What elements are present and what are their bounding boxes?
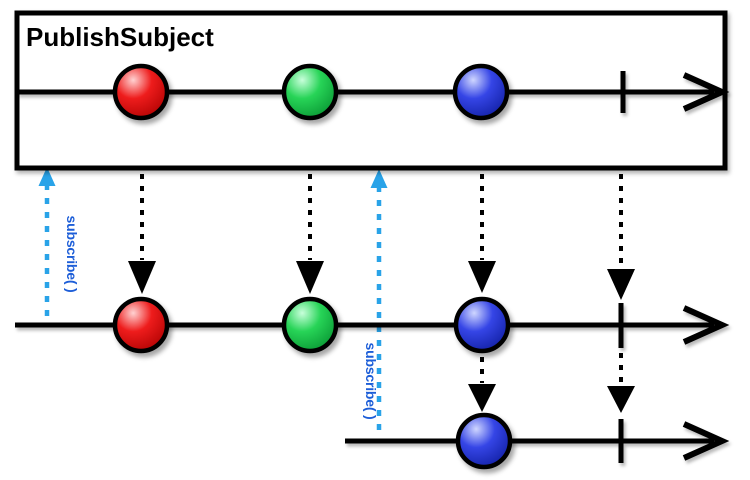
subscribe-label-2: subscribe( ) bbox=[363, 343, 379, 420]
marbles bbox=[112, 63, 513, 470]
subscriber1-timeline-arrowhead-icon bbox=[682, 305, 730, 345]
event-arrow-red-head-icon bbox=[128, 261, 156, 294]
subscribe-label-1: subscribe( ) bbox=[64, 216, 80, 293]
event-arrows-sub1-to-sub2 bbox=[468, 353, 635, 413]
marble-green-subscriber1 bbox=[281, 296, 339, 354]
event-arrows-source-to-sub1 bbox=[128, 174, 635, 300]
event-arrow-blue2-head-icon bbox=[468, 384, 496, 412]
subscribe-arrow-1 bbox=[38, 167, 56, 322]
event-arrow-complete2-head-icon bbox=[607, 386, 635, 413]
marble-blue-subscriber1 bbox=[453, 296, 511, 354]
marble-blue-source bbox=[452, 63, 510, 121]
subscriber2-timeline-arrowhead-icon bbox=[682, 421, 730, 461]
marble-red-source bbox=[112, 63, 170, 121]
subscribe-arrow-1-up-icon bbox=[38, 167, 56, 186]
subscriber2-timeline bbox=[345, 419, 730, 463]
event-arrow-green-head-icon bbox=[296, 261, 324, 294]
marble-green-source bbox=[281, 63, 339, 121]
subscribe-arrow-2-up-icon bbox=[370, 169, 388, 188]
subscribe-arrow-2 bbox=[370, 169, 388, 437]
marble-blue-subscriber2 bbox=[455, 412, 513, 470]
event-arrow-complete-head-icon bbox=[607, 269, 635, 300]
marble-red-subscriber1 bbox=[112, 296, 170, 354]
source-timeline-arrowhead-icon bbox=[682, 72, 730, 112]
diagram-title: PublishSubject bbox=[26, 22, 214, 52]
event-arrow-blue-head-icon bbox=[468, 261, 496, 293]
